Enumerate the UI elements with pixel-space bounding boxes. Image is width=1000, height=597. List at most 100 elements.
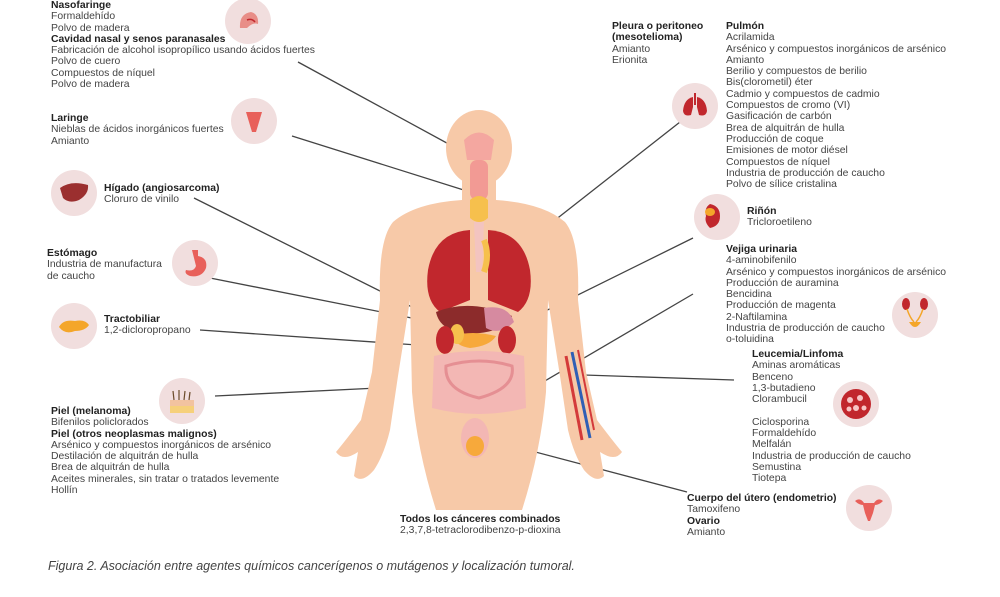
block-bladder: Vejiga urinaria 4-aminobifenilo Arsénico…: [726, 244, 946, 346]
all-cancers-title: Todos los cánceres combinados: [400, 514, 561, 525]
larynx-icon: [231, 98, 277, 144]
skin-other-item: Destilación de alquitrán de hulla: [51, 451, 199, 463]
lungs-icon: [672, 83, 718, 129]
block-stomach: Estómago Industria de manufactura de cau…: [47, 248, 162, 282]
bladder-item: 2-Naftilamina: [726, 311, 788, 323]
bladder-item: Producción de magenta: [726, 300, 836, 312]
line-skin: [214, 387, 379, 397]
nasopharynx-icon: [225, 0, 271, 44]
stomach-title: Estómago: [47, 248, 98, 259]
leukemia-item: Ciclosporina: [752, 416, 810, 428]
bladder-item: Industria de producción de caucho: [726, 323, 885, 335]
leukemia-item: Melfalán: [752, 439, 792, 451]
block-biliary: Tractobiliar 1,2-dicloropropano: [104, 314, 191, 337]
larynx-item: Amianto: [51, 135, 90, 147]
leukemia-item: Industria de producción de caucho: [752, 450, 911, 462]
melanoma-title: Piel (melanoma): [51, 406, 131, 417]
uterus-icon: [846, 485, 892, 531]
line-larynx: [291, 135, 471, 193]
pleura-item: Erionita: [612, 54, 648, 66]
block-uterus: Cuerpo del útero (endometrio) Tamoxifeno…: [687, 493, 837, 538]
lung-item: Arsénico y compuestos inorgánicos de ars…: [726, 43, 947, 55]
bladder-item: o-toluidina: [726, 334, 774, 346]
bladder-item: 4-aminobifenilo: [726, 255, 797, 267]
block-skin: Piel (melanoma) Bifenilos policlorados P…: [51, 406, 279, 496]
lung-item: Industria de producción de caucho: [726, 167, 885, 179]
kidney-icon: [694, 194, 740, 240]
block-liver: Hígado (angiosarcoma) Cloruro de vinilo: [104, 183, 219, 206]
lung-item: Compuestos de cromo (VI): [726, 100, 851, 112]
block-larynx: Laringe Nieblas de ácidos inorgánicos fu…: [51, 113, 224, 147]
lung-item: Compuestos de níquel: [726, 156, 830, 168]
nasopharynx-item: Polvo de madera: [51, 22, 130, 34]
nasal-cavity-item: Polvo de madera: [51, 79, 130, 91]
biliary-title: Tractobiliar: [104, 314, 161, 325]
larynx-title: Laringe: [51, 113, 89, 124]
skin-other-item: Brea de alquitrán de hulla: [51, 462, 170, 474]
leukemia-item: Tiotepa: [752, 473, 787, 485]
nasopharynx-item: Formaldehído: [51, 11, 116, 23]
bladder-icon: [892, 292, 938, 338]
bladder-title: Vejiga urinaria: [726, 244, 798, 255]
organs: [427, 132, 531, 458]
bladder-item: Producción de auramina: [726, 277, 839, 289]
pleura-title-2: (mesotelioma): [612, 32, 683, 44]
uterus-title: Cuerpo del útero (endometrio): [687, 493, 837, 504]
nasal-cavity-item: Compuestos de níquel: [51, 67, 155, 79]
pleura-item: Amianto: [612, 43, 651, 55]
lung-item: Cadmio y compuestos de cadmio: [726, 88, 880, 100]
line-leukemia: [583, 374, 735, 381]
all-cancers-item: 2,3,7,8-tetraclorodibenzo-p-dioxina: [400, 525, 561, 537]
nasopharynx-title: Nasofaringe: [51, 0, 112, 11]
block-leukemia: Leucemia/Linfoma Aminas aromáticas Bence…: [752, 349, 911, 485]
block-all-cancers: Todos los cánceres combinados 2,3,7,8-te…: [400, 514, 561, 537]
block-lung: Pulmón Acrilamida Arsénico y compuestos …: [726, 21, 946, 190]
biliary-item: 1,2-dicloropropano: [104, 325, 191, 337]
leukemia-item: Semustina: [752, 461, 802, 473]
leukemia-item: Clorambucil: [752, 394, 807, 406]
nasal-cavity-item: Fabricación de alcohol isopropílico usan…: [51, 45, 315, 57]
lung-item: Polvo de sílice cristalina: [726, 179, 837, 191]
uterus-item: Tamoxifeno: [687, 504, 741, 516]
leukemia-item: Aminas aromáticas: [752, 360, 841, 372]
leukemia-spacer: [752, 405, 911, 416]
stomach-item: de caucho: [47, 270, 95, 282]
leukemia-item: Formaldehído: [752, 428, 817, 440]
pleura-title: Pleura o peritoneo: [612, 21, 704, 32]
lung-title: Pulmón: [726, 21, 765, 32]
stomach-item: Industria de manufactura: [47, 259, 162, 271]
liver-item: Cloruro de vinilo: [104, 194, 180, 206]
block-pleura: Pleura o peritoneo (mesotelioma) Amianto…: [612, 21, 703, 66]
lung-item: Gasificación de carbón: [726, 111, 832, 123]
blood-cells-icon: [833, 381, 879, 427]
lung-item: Emisiones de motor diésel: [726, 145, 848, 157]
nasal-cavity-title: Cavidad nasal y senos paranasales: [51, 33, 226, 45]
lung-item: Brea de alquitrán de hulla: [726, 122, 845, 134]
ovary-item: Amianto: [687, 526, 726, 538]
bladder-item: Bencidina: [726, 289, 772, 301]
lung-item: Producción de coque: [726, 133, 824, 145]
larynx-item: Nieblas de ácidos inorgánicos fuertes: [51, 124, 224, 136]
lung-item: Acrilamida: [726, 32, 775, 44]
nasal-cavity-item: Polvo de cuero: [51, 56, 121, 68]
kidney-item: Tricloroetileno: [747, 217, 812, 229]
ovary-title: Ovario: [687, 515, 720, 527]
lung-item: Bis(clorometil) éter: [726, 77, 813, 89]
arm-vessels: [564, 349, 595, 441]
lung-item: Berilio y compuestos de berilio: [726, 66, 867, 78]
block-nasal-sinus: Nasofaringe Formaldehído Polvo de madera…: [51, 0, 315, 90]
leukemia-title: Leucemia/Linfoma: [752, 349, 844, 360]
block-kidney: Riñón Tricloroetileno: [747, 206, 812, 229]
skin-other-item: Aceites minerales, sin tratar o tratados…: [51, 473, 280, 485]
lung-item: Amianto: [726, 54, 765, 66]
figure-caption: Figura 2. Asociación entre agentes quími…: [48, 559, 575, 573]
leukemia-item: Benceno: [752, 371, 794, 383]
pancreas-icon: [51, 303, 97, 349]
liver-title: Hígado (angiosarcoma): [104, 183, 220, 194]
melanoma-item: Bifenilos policlorados: [51, 417, 149, 429]
kidney-title: Riñón: [747, 206, 777, 217]
liver-icon: [51, 170, 97, 216]
leukemia-item: 1,3-butadieno: [752, 382, 816, 394]
